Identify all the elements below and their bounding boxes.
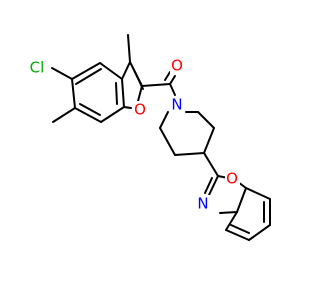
carbonyl-linker	[141, 71, 176, 96]
benzofuran-benzene-ring	[71, 62, 125, 123]
atom-labels: O O N Cl N O	[22, 57, 240, 213]
carbonyl-oxygen-label: O	[171, 57, 183, 75]
oxazole-nitrogen-label: N	[197, 195, 208, 213]
piperidine-ring	[159, 111, 215, 156]
molecule-structure: O O N Cl N O	[22, 34, 271, 241]
oxazole-oxygen-label: O	[226, 170, 238, 188]
piperidine-benzoxazole-bond	[203, 152, 219, 177]
oxazole-ring	[204, 175, 247, 214]
molecule-canvas: O O N Cl N O	[22, 34, 271, 241]
furan-ring	[121, 61, 144, 109]
piperidine-nitrogen-label: N	[171, 96, 182, 114]
chlorine-label: Cl	[30, 59, 45, 77]
benzoxazole-benzene-ring	[225, 187, 271, 241]
substituent-bonds	[51, 34, 131, 123]
furan-oxygen-label: O	[134, 101, 146, 119]
